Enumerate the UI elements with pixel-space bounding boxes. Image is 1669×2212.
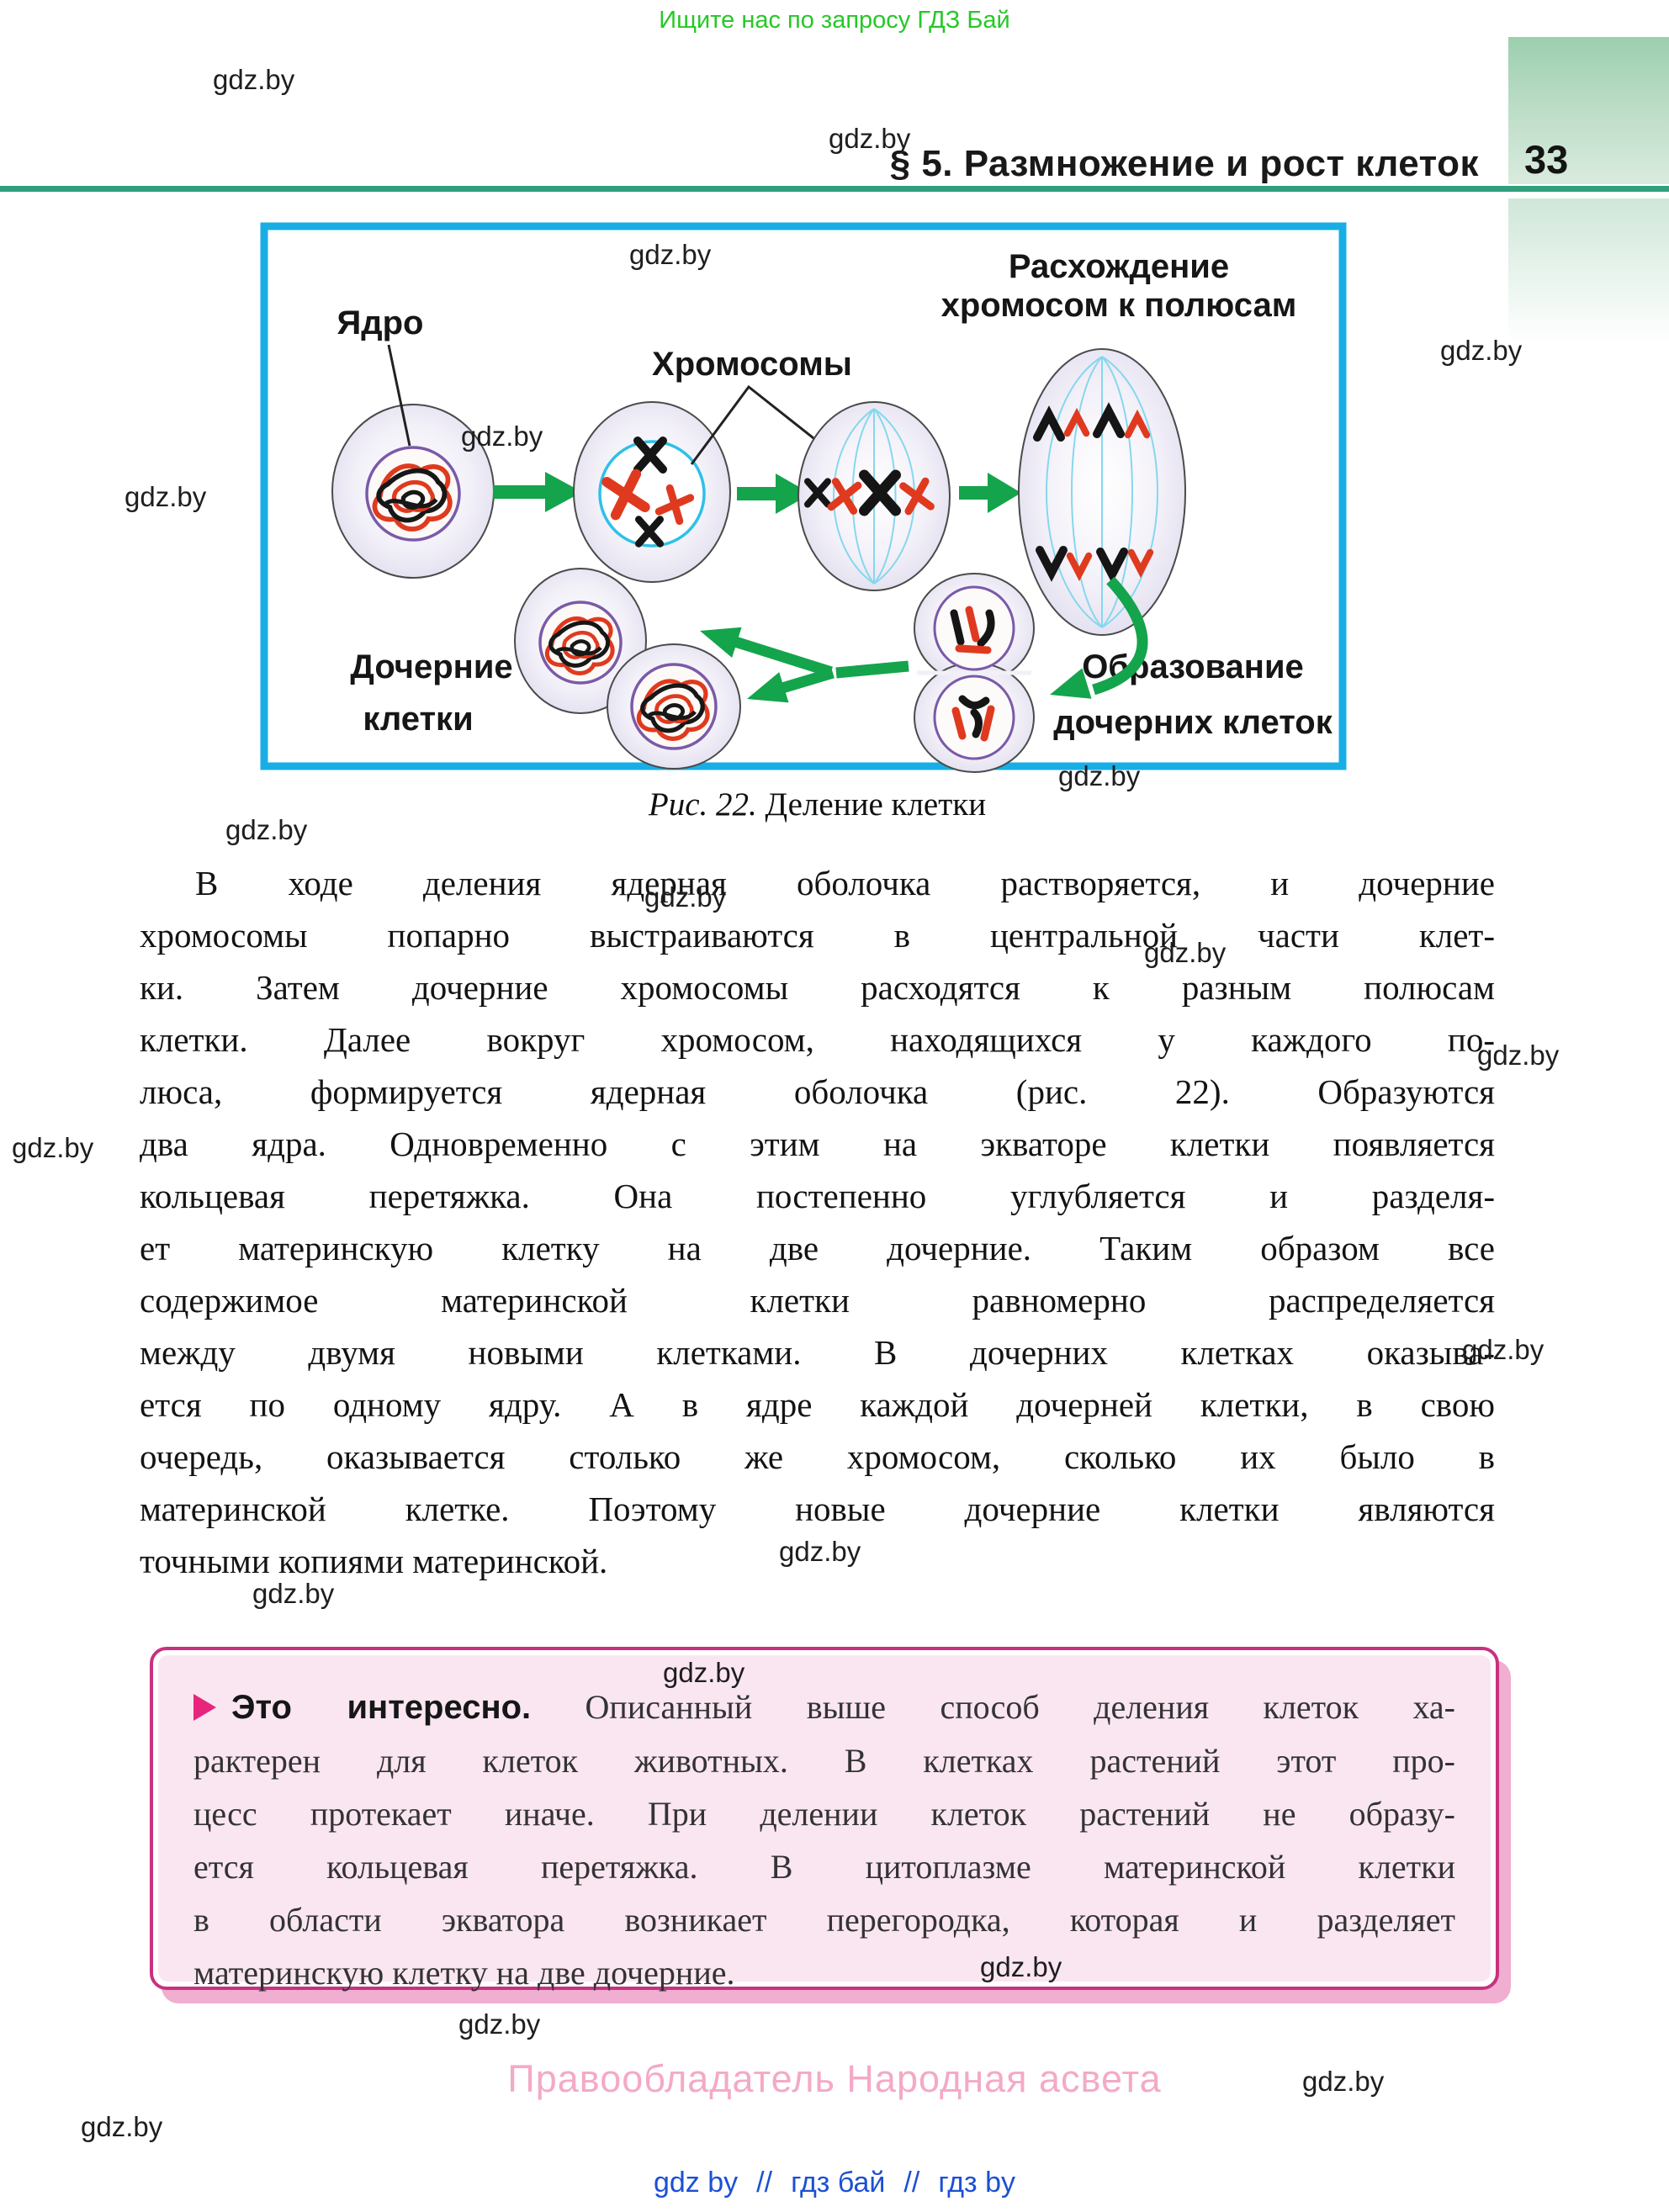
paragraph-line: люса, формируется ядерная оболочка (рис.… — [140, 1072, 1495, 1111]
label-daughter-line2: клетки — [363, 701, 473, 738]
info-box-line: цесс протекает иначе. При делении клеток… — [193, 1795, 1455, 1833]
cell-anaphase — [1018, 348, 1186, 636]
paragraph-line: хромосомы попарно выстраиваются в центра… — [140, 916, 1495, 955]
paragraph-line: кольцевая перетяжка. Она постепенно углу… — [140, 1177, 1495, 1215]
gdz-watermark: gdz.by — [1462, 1334, 1544, 1365]
cell-prophase — [573, 401, 731, 583]
label-formation-line2: дочерних клеток — [1053, 704, 1333, 741]
info-box-heading: Это интересно. — [231, 1689, 532, 1726]
figure-caption-number: Рис. 22. — [648, 786, 757, 823]
paragraph-line: материнской клетке. Поэтому новые дочерн… — [140, 1490, 1495, 1528]
gdz-watermark: gdz.by — [252, 1578, 335, 1609]
gdz-watermark: gdz.by — [663, 1657, 745, 1688]
paragraph-line: ет материнскую клетку на две дочерние. Т… — [140, 1229, 1495, 1267]
top-notice: Ищите нас по запросу ГДЗ Бай — [659, 7, 1010, 34]
double-green-arrow-icon — [695, 615, 909, 715]
cell-daughter-1 — [514, 568, 647, 714]
gdz-watermark: gdz.by — [779, 1536, 861, 1567]
link-gdz-bai[interactable]: гдз бай — [791, 2167, 886, 2199]
paragraph-line: клетки. Далее вокруг хромосом, находящих… — [140, 1020, 1495, 1059]
header-rule — [0, 186, 1669, 192]
gdz-watermark: gdz.by — [644, 881, 727, 913]
label-divergence-line2: хромосом к полюсам — [941, 287, 1297, 324]
gdz-watermark: gdz.by — [1144, 937, 1227, 968]
links-separator: // — [756, 2167, 773, 2199]
cell-interphase — [331, 404, 495, 579]
link-gdz-by-2[interactable]: гдз by — [938, 2167, 1015, 2199]
label-chromosomes: Хромосомы — [652, 346, 852, 383]
info-box-line: в области экватора возникает перегородка… — [193, 1901, 1455, 1939]
gdz-watermark: gdz.by — [1440, 335, 1523, 366]
paragraph-line: ется по одному ядру. А в ядре каждой доч… — [140, 1385, 1495, 1424]
info-box-inner: Это интересно. Описанный выше способ дел… — [158, 1655, 1491, 1992]
cell-metaphase — [797, 401, 951, 591]
gdz-watermark: gdz.by — [629, 239, 712, 270]
gdz-watermark: gdz.by — [225, 814, 308, 845]
links-separator: // — [903, 2167, 920, 2199]
gdz-watermark: gdz.by — [1302, 2066, 1385, 2097]
gdz-watermark: gdz.by — [12, 1132, 94, 1163]
info-box-heading-line: Это интересно. Описанный выше способ дел… — [193, 1680, 1455, 1734]
info-box-heading-rest: Описанный выше способ деления клеток ха- — [531, 1688, 1455, 1726]
info-box: Это интересно. Описанный выше способ дел… — [150, 1647, 1499, 1992]
paragraph-line: между двумя новыми клетками. В дочерних … — [140, 1333, 1495, 1372]
gdz-watermark: gdz.by — [81, 2111, 163, 2142]
gdz-watermark: gdz.by — [125, 481, 207, 512]
triangle-marker-icon — [193, 1694, 216, 1721]
cell-daughter-2 — [607, 643, 741, 770]
curved-green-arrow-icon — [1045, 576, 1148, 711]
gdz-watermark: gdz.by — [1058, 760, 1141, 791]
nucleus-pointer-line — [387, 344, 411, 447]
label-nucleus: Ядро — [336, 304, 423, 341]
gdz-watermark: gdz.by — [829, 123, 911, 154]
paragraph-line: два ядра. Одновременно с этим на экватор… — [140, 1125, 1495, 1163]
info-box-line: ется кольцевая перетяжка. В цитоплазме м… — [193, 1848, 1455, 1886]
green-arrow-icon — [959, 473, 1021, 513]
gdz-watermark: gdz.by — [213, 64, 295, 95]
paragraph-line: ки. Затем дочерние хромосомы расходятся … — [140, 968, 1495, 1007]
info-box-body: рактерен для клеток животных. В клетках … — [193, 1734, 1455, 1999]
cell-division-figure: Ядро Хромосомы — [260, 222, 1347, 773]
page-number: 33 — [1524, 137, 1569, 182]
gdz-watermark: gdz.by — [980, 1951, 1062, 1982]
paragraph-line: очередь, оказывается столько же хромосом… — [140, 1437, 1495, 1476]
header-green-block-fade — [1508, 198, 1669, 343]
paragraph-line: точными копиями материнской. — [140, 1542, 608, 1580]
gdz-watermark: gdz.by — [461, 421, 543, 452]
header-green-block — [1508, 37, 1669, 184]
gdz-watermark: gdz.by — [1477, 1040, 1560, 1071]
cell-dividing — [914, 573, 1035, 773]
main-paragraph: В ходе деления ядерная оболочка растворя… — [140, 857, 1495, 1587]
green-arrow-icon — [737, 474, 811, 514]
paragraph-line: содержимое материнской клетки равномерно… — [140, 1281, 1495, 1320]
paragraph-line: В ходе деления ядерная оболочка растворя… — [195, 864, 1495, 902]
info-box-line: рактерен для клеток животных. В клетках … — [193, 1742, 1455, 1780]
bottom-links: gdz by // гдз бай // гдз by — [0, 2167, 1669, 2199]
figure-caption: Рис. 22. Деление клетки — [140, 786, 1495, 823]
label-divergence-line1: Расхождение — [1009, 248, 1229, 285]
figure-caption-text: Деление клетки — [756, 786, 987, 823]
chapter-title: § 5. Размножение и рост клеток — [889, 143, 1479, 184]
gdz-watermark: gdz.by — [458, 2008, 541, 2040]
info-box-line: материнскую клетку на две дочерние. — [193, 1954, 735, 1992]
link-gdz-by[interactable]: gdz by — [653, 2167, 739, 2199]
copyright-line: Правообладатель Народная асвета — [507, 2057, 1162, 2100]
green-arrow-icon — [493, 472, 582, 512]
label-daughter-line1: Дочерние — [350, 648, 512, 685]
